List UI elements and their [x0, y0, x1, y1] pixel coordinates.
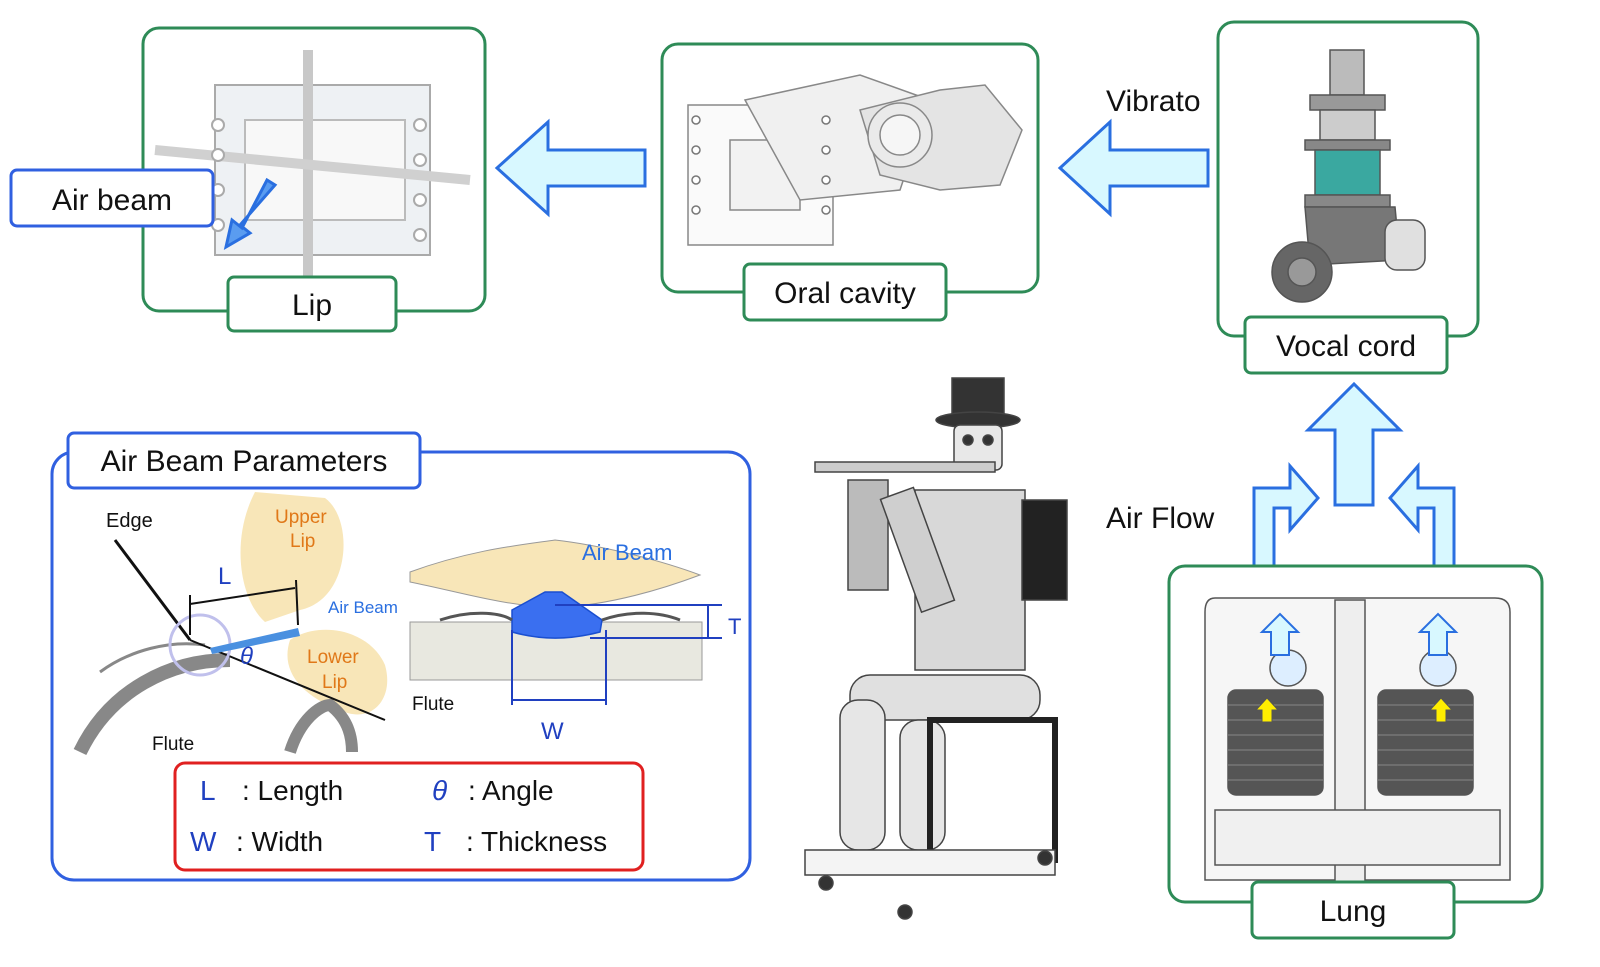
air-beam-cross-label: Air Beam [582, 540, 672, 565]
legend-text-thickness: : Thickness [466, 826, 607, 857]
vocal-cord-image [1271, 49, 1426, 303]
lung-right-flow-arrow-icon [1417, 612, 1459, 656]
air-beam-jet [210, 628, 300, 654]
upper-lip-shape [240, 492, 344, 622]
legend-text-width: : Width [236, 826, 323, 857]
legend-symbol-angle: θ [432, 775, 447, 806]
width-symbol: W [541, 718, 564, 745]
oral-cavity-image [687, 74, 1023, 246]
lung-label-box [1250, 880, 1456, 940]
air-beam-callout: Air beam [9, 168, 215, 228]
air-flow-label: Air Flow [1106, 502, 1215, 535]
vocal-cord-panel: Vocal cord [1216, 20, 1480, 375]
vocal-cord-label-box [1243, 315, 1449, 375]
lip-label: Lip [292, 289, 332, 322]
beam-cross-section-diagram: Air Beam T W Flute [409, 539, 741, 745]
legend-text-angle: : Angle [468, 775, 554, 806]
lip-label-box [226, 275, 398, 333]
parameters-title: Air Beam Parameters [101, 445, 388, 478]
vibrato-label: Vibrato [1106, 85, 1201, 118]
upper-lip-label-2: Lip [290, 531, 315, 552]
lower-lip-label-1: Lower [307, 647, 359, 668]
length-symbol: L [218, 563, 231, 590]
oral-cavity-label: Oral cavity [774, 277, 916, 310]
length-dimension-line [189, 587, 296, 605]
flute-left-label: Flute [152, 734, 194, 755]
flow-arrow-to-vocal-cord-icon [1304, 381, 1404, 507]
oral-cavity-label-box [742, 262, 948, 322]
flutist-robot-image [804, 377, 1068, 920]
lower-lip-shape [287, 629, 388, 715]
flute-right-label: Flute [412, 694, 454, 715]
lip-geometry-diagram: Edge L θ Upper Lip Lower Lip Air Beam Fl… [73, 492, 398, 756]
air-beam-arrow-icon [223, 177, 278, 251]
angle-symbol: θ [240, 643, 253, 670]
lung-label: Lung [1320, 895, 1387, 928]
lip-cross-section [409, 539, 702, 609]
air-beam-small-label: Air Beam [328, 598, 398, 617]
flow-arrow-to-lip-icon [494, 118, 647, 218]
lung-image [1204, 597, 1511, 891]
air-beam-cross-section [511, 591, 603, 639]
parameter-legend: L : Length θ : Angle W : Width T : Thick… [173, 761, 645, 872]
flute-left-wall [73, 653, 231, 756]
lung-right-bellows-arrow-icon [1428, 697, 1454, 723]
legend-symbol-thickness: T [424, 826, 441, 857]
lung-panel: Lung [1167, 564, 1544, 940]
upper-lip-label-1: Upper [275, 507, 327, 528]
oral-cavity-panel: Oral cavity [660, 42, 1040, 322]
edge-label: Edge [106, 510, 153, 532]
lung-left-bellows-arrow-icon [1254, 697, 1280, 723]
parameters-title-box [66, 431, 422, 490]
lower-lip-label-2: Lip [322, 672, 347, 693]
lung-left-flow-arrow-icon [1259, 612, 1301, 656]
air-beam-parameters-panel: Air Beam Parameters Edge L θ Upper Lip L… [50, 431, 752, 882]
legend-symbol-width: W [190, 826, 217, 857]
air-beam-label: Air beam [52, 184, 172, 217]
thickness-symbol: T [728, 614, 741, 639]
lip-mechanism-image [154, 50, 471, 285]
lip-panel: Lip [141, 26, 487, 333]
legend-text-length: : Length [242, 775, 343, 806]
legend-symbol-length: L [200, 775, 216, 806]
flow-arrow-to-oral-cavity-icon [1057, 118, 1210, 218]
angle-reference-line [189, 639, 386, 721]
vocal-cord-label: Vocal cord [1276, 330, 1416, 363]
